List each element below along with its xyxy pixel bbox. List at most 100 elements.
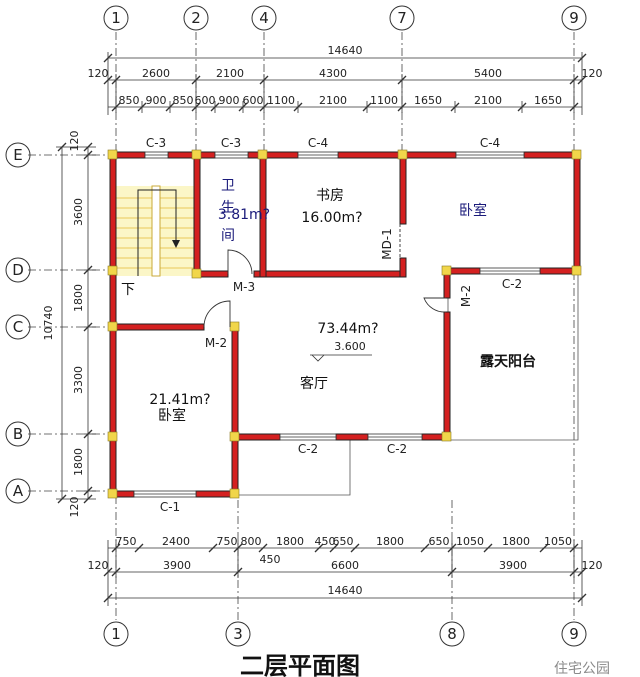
bottom-dim-row1-9: 650 bbox=[429, 535, 450, 548]
left-dim-2: 3600 bbox=[72, 198, 85, 226]
bottom-dim-row1-1: 750 bbox=[116, 535, 137, 548]
bottom-dimension-ticks bbox=[103, 543, 587, 603]
bottom-dim-row1-4: 800 bbox=[241, 535, 262, 548]
top-dim-row3-5: 900 bbox=[219, 94, 240, 107]
bottom-dim-row1-11: 1800 bbox=[502, 535, 530, 548]
top-total-dimension: 14640 bbox=[328, 44, 363, 57]
window-label-c2-living-west: C-2 bbox=[298, 442, 318, 456]
bottom-dim-row2-2: 3900 bbox=[163, 559, 191, 572]
left-dim-6: 120 bbox=[68, 497, 81, 518]
axis-bubble-top-3: 4 bbox=[259, 9, 269, 27]
axis-bubble-left-C: C bbox=[13, 318, 23, 336]
bottom-dim-row1-7: 650 bbox=[333, 535, 354, 548]
bottom-dim-row2-4: 3900 bbox=[499, 559, 527, 572]
top-dim-row3-2: 900 bbox=[146, 94, 167, 107]
level-value: 3.600 bbox=[334, 340, 366, 353]
window-label-c4-east: C-4 bbox=[480, 136, 500, 150]
bedroom-sw-area: 21.41m? bbox=[149, 392, 210, 408]
left-dim-5: 1800 bbox=[72, 448, 85, 476]
axis-bubble-bottom-1: 1 bbox=[111, 625, 121, 643]
door-label-m2-bedroom: M-2 bbox=[205, 336, 227, 350]
left-dim-1: 120 bbox=[68, 131, 81, 152]
bottom-dimension-lines bbox=[107, 540, 583, 606]
top-dimension-ticks bbox=[103, 53, 587, 112]
bathroom-label-1: 卫 bbox=[221, 178, 235, 194]
bottom-dim-row1-10: 1050 bbox=[456, 535, 484, 548]
top-dim-row2-1: 120 bbox=[88, 67, 109, 80]
axis-bubble-bottom-2: 3 bbox=[233, 625, 243, 643]
bottom-dim-row1-8: 1800 bbox=[376, 535, 404, 548]
bedroom-ne-label: 卧室 bbox=[459, 202, 487, 219]
axis-bubble-top-4: 7 bbox=[397, 9, 407, 27]
window-label-c3-west: C-3 bbox=[146, 136, 166, 150]
study-area: 16.00m? bbox=[301, 210, 362, 226]
top-dim-row3-10: 1650 bbox=[414, 94, 442, 107]
living-area: 73.44m? bbox=[317, 321, 378, 337]
window-label-c4-west: C-4 bbox=[308, 136, 328, 150]
axis-bubble-top-1: 1 bbox=[111, 9, 121, 27]
columns bbox=[107, 149, 582, 499]
left-dimension-lines bbox=[56, 146, 96, 500]
top-dim-row2-6: 120 bbox=[582, 67, 603, 80]
bottom-dim-row2-1: 120 bbox=[88, 559, 109, 572]
top-dim-row3-11: 2100 bbox=[474, 94, 502, 107]
bedroom-sw-label: 卧室 bbox=[158, 407, 186, 424]
left-total-dimension: 10740 bbox=[42, 306, 55, 341]
terrace-outline bbox=[237, 270, 579, 496]
axis-bubble-bottom-3: 8 bbox=[447, 625, 457, 643]
top-dim-row3-12: 1650 bbox=[534, 94, 562, 107]
door-swings bbox=[203, 224, 447, 328]
top-dim-row2-2: 2600 bbox=[142, 67, 170, 80]
bottom-dim-row1-5: 1800 bbox=[276, 535, 304, 548]
axis-bubble-top-2: 2 bbox=[191, 9, 201, 27]
axis-bubble-left-A: A bbox=[13, 482, 24, 500]
stair-down-label: 下 bbox=[121, 282, 135, 298]
top-dim-row3-7: 1100 bbox=[267, 94, 295, 107]
axis-bubble-left-D: D bbox=[12, 261, 24, 279]
axis-bubble-bottom-4: 9 bbox=[569, 625, 579, 643]
door-label-m2-terrace: M-2 bbox=[459, 285, 473, 307]
top-dim-row3-6: 600 bbox=[243, 94, 264, 107]
top-dim-row3-8: 2100 bbox=[319, 94, 347, 107]
bottom-axis-bubbles: 1 3 8 9 bbox=[103, 621, 587, 647]
window-label-c3-east: C-3 bbox=[221, 136, 241, 150]
window-label-c2-bedroom: C-2 bbox=[502, 277, 522, 291]
windows bbox=[133, 151, 541, 498]
bottom-dim-row1-6: 450 bbox=[315, 535, 336, 548]
stair: 下 bbox=[116, 185, 196, 298]
left-dim-4: 3300 bbox=[72, 366, 85, 394]
top-dim-row3-9: 1100 bbox=[370, 94, 398, 107]
watermark: 住宅公园 bbox=[554, 661, 610, 677]
top-dim-row2-3: 2100 bbox=[216, 67, 244, 80]
bottom-dim-extra: 450 bbox=[260, 553, 281, 566]
bottom-dim-row1-12: 1050 bbox=[544, 535, 572, 548]
bottom-total-dimension: 14640 bbox=[328, 584, 363, 597]
study-label: 书房 bbox=[316, 188, 344, 204]
top-dim-row3-4: 600 bbox=[195, 94, 216, 107]
top-dim-row3-1: 850 bbox=[119, 94, 140, 107]
terrace-label: 露天阳台 bbox=[480, 353, 536, 370]
axis-bubble-left-B: B bbox=[13, 425, 23, 443]
door-label-md1: MD-1 bbox=[380, 228, 394, 260]
bottom-dim-row1-2: 2400 bbox=[162, 535, 190, 548]
bottom-dim-row1-3: 750 bbox=[217, 535, 238, 548]
top-dim-row2-4: 4300 bbox=[319, 67, 347, 80]
window-label-c2-living-east: C-2 bbox=[387, 442, 407, 456]
top-dim-row3-3: 850 bbox=[173, 94, 194, 107]
level-marker bbox=[310, 354, 372, 362]
bathroom-label-3: 间 bbox=[221, 228, 235, 244]
left-axis-bubbles: E D C B A bbox=[5, 142, 31, 504]
bathroom-area: 3.81m? bbox=[218, 207, 270, 223]
bottom-dim-row2-3: 6600 bbox=[331, 559, 359, 572]
door-label-m3: M-3 bbox=[233, 280, 255, 294]
axis-bubble-top-5: 9 bbox=[569, 9, 579, 27]
window-label-c1: C-1 bbox=[160, 500, 180, 514]
drawing-title: 二层平面图 bbox=[240, 652, 360, 677]
top-axis-bubbles: 1 2 4 7 9 bbox=[103, 5, 587, 31]
axis-bubble-left-E: E bbox=[13, 146, 22, 164]
left-dim-3: 1800 bbox=[72, 284, 85, 312]
left-dimension-ticks bbox=[57, 142, 93, 504]
bathroom-label-2: 生 bbox=[221, 200, 235, 216]
top-dim-row2-5: 5400 bbox=[474, 67, 502, 80]
